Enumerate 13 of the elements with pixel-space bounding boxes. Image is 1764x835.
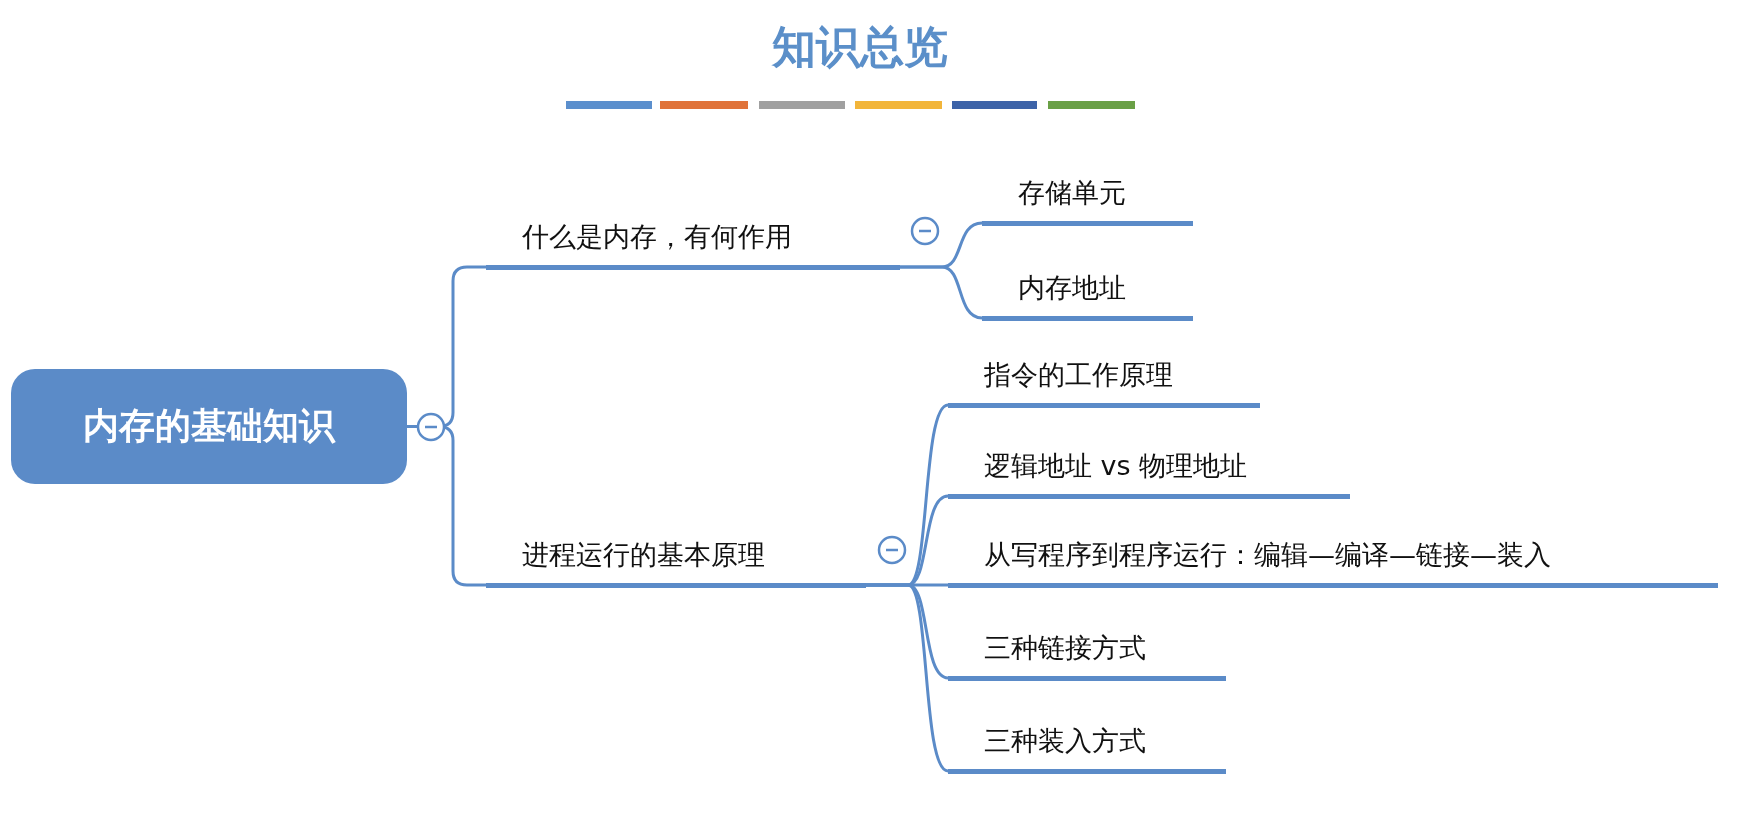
subtopic-label: 从写程序到程序运行：编辑—编译—链接—装入 bbox=[984, 538, 1551, 572]
subtopic-label: 什么是内存，有何作用 bbox=[522, 220, 792, 254]
subtopic-label: 三种链接方式 bbox=[984, 631, 1146, 665]
subtopic-label: 存储单元 bbox=[1018, 176, 1126, 210]
subtopic-label: 内存地址 bbox=[1018, 271, 1126, 305]
connector-line bbox=[900, 265, 983, 320]
subtopic-label: 进程运行的基本原理 bbox=[522, 538, 765, 572]
subtopic-label: 指令的工作原理 bbox=[984, 358, 1173, 392]
title: 知识总览 bbox=[770, 20, 949, 74]
topic-box: 内存的基础知识 bbox=[11, 369, 407, 484]
subtopic-label: 逻辑地址 vs 物理地址 bbox=[984, 449, 1248, 483]
subtopic-label: 三种装入方式 bbox=[984, 724, 1146, 758]
connector-line bbox=[866, 583, 949, 773]
